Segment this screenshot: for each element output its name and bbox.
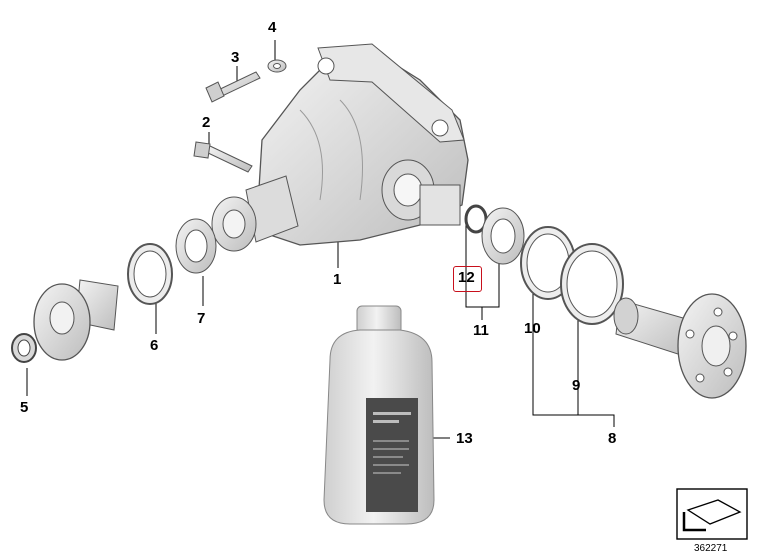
highlight-box: [453, 266, 482, 292]
callout-5: 5: [20, 399, 29, 416]
reference-number: 362271: [694, 543, 728, 554]
callout-6: 6: [150, 337, 159, 354]
callout-7: 7: [197, 310, 206, 327]
input-flange: [33, 279, 119, 361]
callout-9: 9: [572, 377, 581, 394]
bolt-part-2: [193, 141, 253, 173]
callout-12: 12: [458, 269, 475, 286]
callout-10: 10: [524, 320, 541, 337]
callout-13: 13: [456, 430, 473, 447]
washer-part-4: [267, 59, 287, 73]
callout-4: 4: [268, 19, 277, 36]
shim-ring-part-9: [560, 243, 624, 325]
differential-housing-icon: [211, 43, 469, 252]
shaft-seal-part-11: [481, 207, 525, 265]
callout-1: 1: [333, 271, 342, 288]
collar-nut-part-5: [11, 333, 37, 363]
callout-3: 3: [231, 49, 240, 66]
callout-11: 11: [473, 322, 489, 339]
nav-arrow-icon: [676, 488, 748, 540]
callout-8: 8: [608, 430, 617, 447]
shim-part-6: [127, 243, 173, 305]
callout-2: 2: [202, 114, 211, 131]
seal-part-7: [175, 218, 217, 274]
output-flange-part-8: [613, 293, 747, 399]
bolt-part-3: [205, 71, 261, 103]
oil-bottle-icon: [323, 305, 435, 525]
